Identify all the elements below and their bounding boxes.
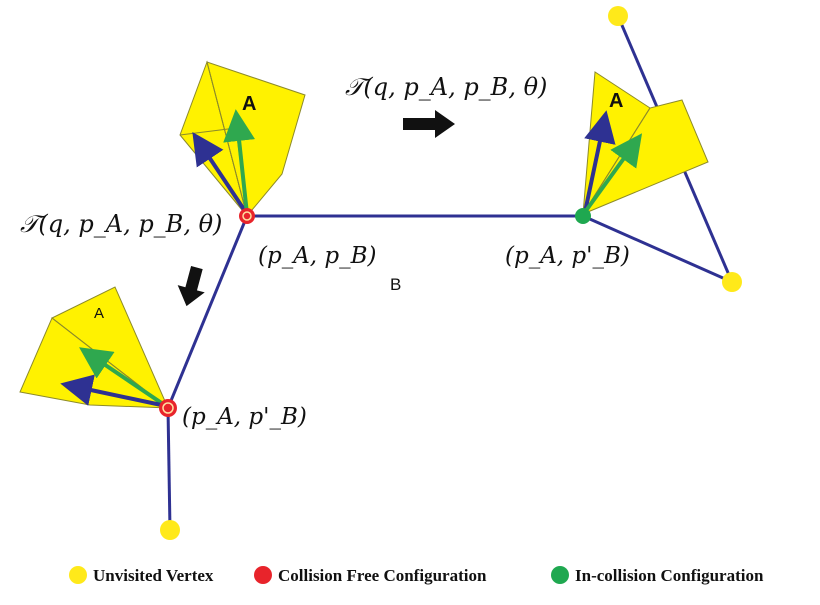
collision-free-vertex xyxy=(239,208,255,224)
orientation-cone-center: A xyxy=(179,60,306,218)
config-label-center: (p_A, p_B) xyxy=(258,243,377,269)
unvisited-vertex xyxy=(608,6,628,26)
direction-arrow-green xyxy=(79,347,168,408)
collision-free-vertex xyxy=(159,399,177,417)
config-label-right: (p_A, p'_B) xyxy=(505,243,630,269)
orientation-cone-bottom: A xyxy=(19,286,170,409)
legend: Unvisited Vertex Collision Free Configur… xyxy=(69,566,764,585)
object-a-label-right: A xyxy=(609,90,623,112)
edge-right-unvisited xyxy=(582,214,733,284)
direction-arrow-blue xyxy=(583,110,616,213)
object-a-label-center: A xyxy=(242,93,256,115)
transform-label-left: 𝒯(q, p_A, p_B, θ) xyxy=(20,210,222,238)
edge-bottom-unvisited xyxy=(166,407,172,531)
config-label-bottom: (p_A, p'_B) xyxy=(182,404,307,430)
direction-arrow-blue xyxy=(60,374,167,408)
legend-label-in-collision: In-collision Configuration xyxy=(575,566,764,585)
unvisited-vertex xyxy=(160,520,180,540)
legend-label-unvisited: Unvisited Vertex xyxy=(93,566,214,585)
transition-arrow-down xyxy=(177,265,205,307)
legend-swatch-collision-free xyxy=(254,566,272,584)
legend-swatch-in-collision xyxy=(551,566,569,584)
legend-label-collision-free: Collision Free Configuration xyxy=(278,566,487,585)
transition-arrow-right xyxy=(403,110,455,138)
edge-center-bottom xyxy=(166,215,249,409)
direction-arrow-green xyxy=(583,133,643,214)
transform-label-top: 𝒯(q, p_A, p_B, θ) xyxy=(345,73,547,101)
orientation-cone-right: A xyxy=(581,71,709,216)
object-b-label: B xyxy=(390,275,401,294)
collision-free-vertex-ring xyxy=(162,402,174,414)
in-collision-vertex xyxy=(575,208,591,224)
object-a-label-bottom: A xyxy=(94,305,104,322)
direction-arrow-green xyxy=(223,109,256,215)
direction-arrow-blue xyxy=(192,132,249,216)
legend-swatch-unvisited xyxy=(69,566,87,584)
unvisited-vertex xyxy=(722,272,742,292)
vertices xyxy=(159,6,742,540)
collision-free-vertex-ring xyxy=(242,211,252,221)
